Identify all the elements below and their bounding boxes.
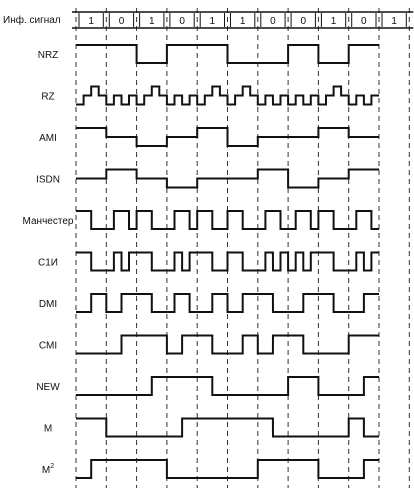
bit-value-label: 1 <box>391 16 397 27</box>
signal-label-superscript: 2 <box>50 463 54 470</box>
signal-label-nrz: NRZ <box>38 50 59 61</box>
signal-trace-new <box>76 376 379 396</box>
signal-trace-isdn <box>76 168 379 189</box>
signal-trace-ami <box>76 127 379 147</box>
bit-value-label: 1 <box>331 16 337 27</box>
info-signal-label: Инф. сигнал <box>3 14 61 26</box>
bit-value-label: 0 <box>179 16 185 27</box>
signal-label-m2: M2 <box>42 463 54 476</box>
bit-boundary-grid <box>75 8 410 488</box>
signal-trace-rz <box>76 85 379 106</box>
signal-trace-manchester <box>76 210 379 230</box>
signal-label-isdn: ISDN <box>36 175 60 186</box>
bit-value-label: 1 <box>240 16 246 27</box>
bit-value-label: 0 <box>119 16 125 27</box>
signal-trace-c1i <box>76 251 379 272</box>
signal-label-new: NEW <box>36 382 60 393</box>
signal-traces <box>76 44 379 479</box>
info-signal-row: Инф. сигнал 1 0 1 0 1 1 0 0 1 0 1 <box>3 11 414 29</box>
signal-label-rz: RZ <box>41 92 54 103</box>
signal-label-m: M <box>44 424 52 435</box>
bit-value-label: 0 <box>301 16 307 27</box>
signal-trace-m <box>76 417 379 438</box>
bit-value-label: 0 <box>361 16 367 27</box>
signal-trace-m2 <box>76 459 379 479</box>
signal-trace-cmi <box>76 334 379 355</box>
signal-trace-nrz <box>76 44 379 64</box>
bit-value-label: 0 <box>270 16 276 27</box>
signal-trace-dmi <box>76 293 379 313</box>
bit-value-label: 1 <box>149 16 155 27</box>
signal-label-ami: AMI <box>39 133 57 144</box>
bit-value-label: 1 <box>210 16 216 27</box>
signal-label-c1i: C1И <box>38 258 58 269</box>
signal-label-manchester: Манчестер <box>23 216 74 227</box>
signal-label-dmi: DMI <box>39 299 57 310</box>
signal-label-cmi: CMI <box>39 341 57 352</box>
bit-value-label: 1 <box>88 16 94 27</box>
